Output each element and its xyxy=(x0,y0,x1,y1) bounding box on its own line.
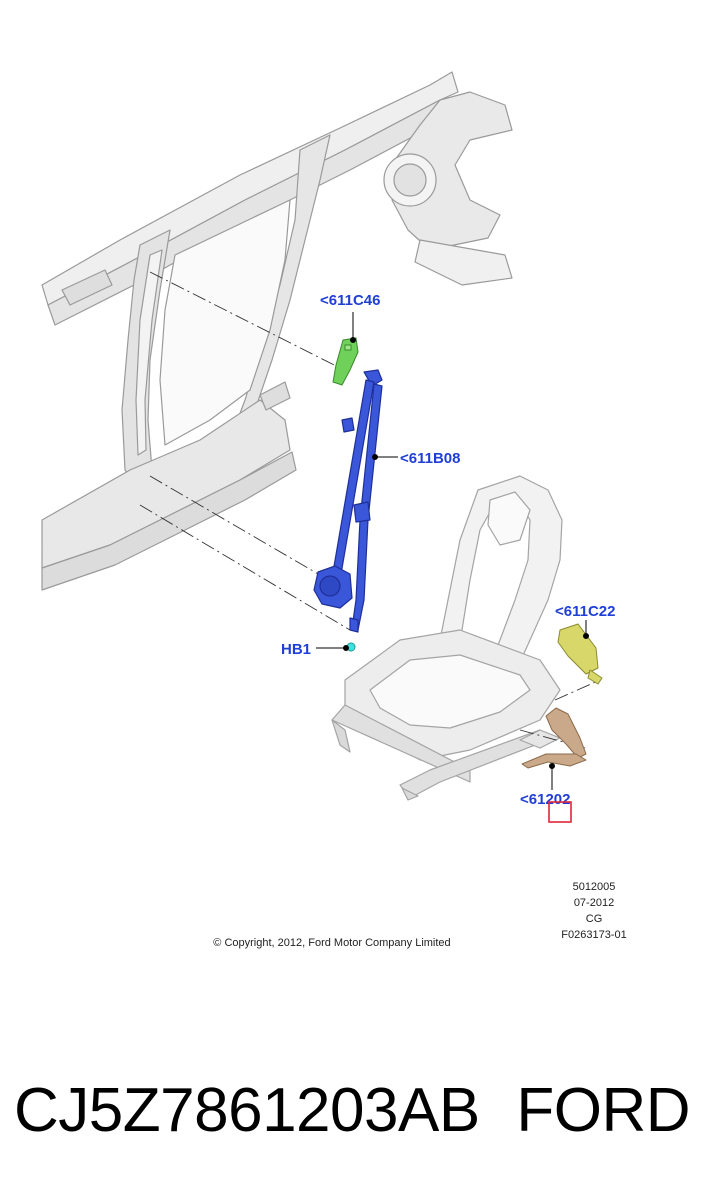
callout-hb1: HB1 xyxy=(281,641,311,658)
seat-frame xyxy=(331,475,563,801)
projection-lines xyxy=(139,271,601,749)
copyright-notice: © Copyright, 2012, Ford Motor Company Li… xyxy=(213,937,450,949)
parts-diagram: <611C46 <611B08 <611C22 HB1 <61202 50120… xyxy=(41,71,627,949)
body-side-panel xyxy=(41,71,513,591)
drawing-code: 5012005 xyxy=(573,881,616,893)
drawing-date: 07-2012 xyxy=(574,897,614,909)
drawing-initials: CG xyxy=(586,913,603,925)
callout-61202: <61202 xyxy=(520,791,570,808)
leader-lines xyxy=(316,312,589,790)
buckle-stalk xyxy=(521,707,587,769)
callout-611B08: <611B08 xyxy=(400,450,460,467)
seat-belt-buckle xyxy=(557,623,603,685)
part-caption: CJ5Z7861203AB FORD xyxy=(0,1060,708,1160)
seat-belt-assembly xyxy=(313,369,383,633)
highlight-box xyxy=(548,801,572,823)
callout-611C46: <611C46 xyxy=(320,292,380,309)
part-number: CJ5Z7861203AB xyxy=(14,1075,480,1145)
brand-name: FORD xyxy=(516,1075,690,1145)
callout-611C22: <611C22 xyxy=(555,603,615,620)
figure-number: F0263173-01 xyxy=(561,929,626,941)
upper-anchor-bracket xyxy=(332,337,359,386)
